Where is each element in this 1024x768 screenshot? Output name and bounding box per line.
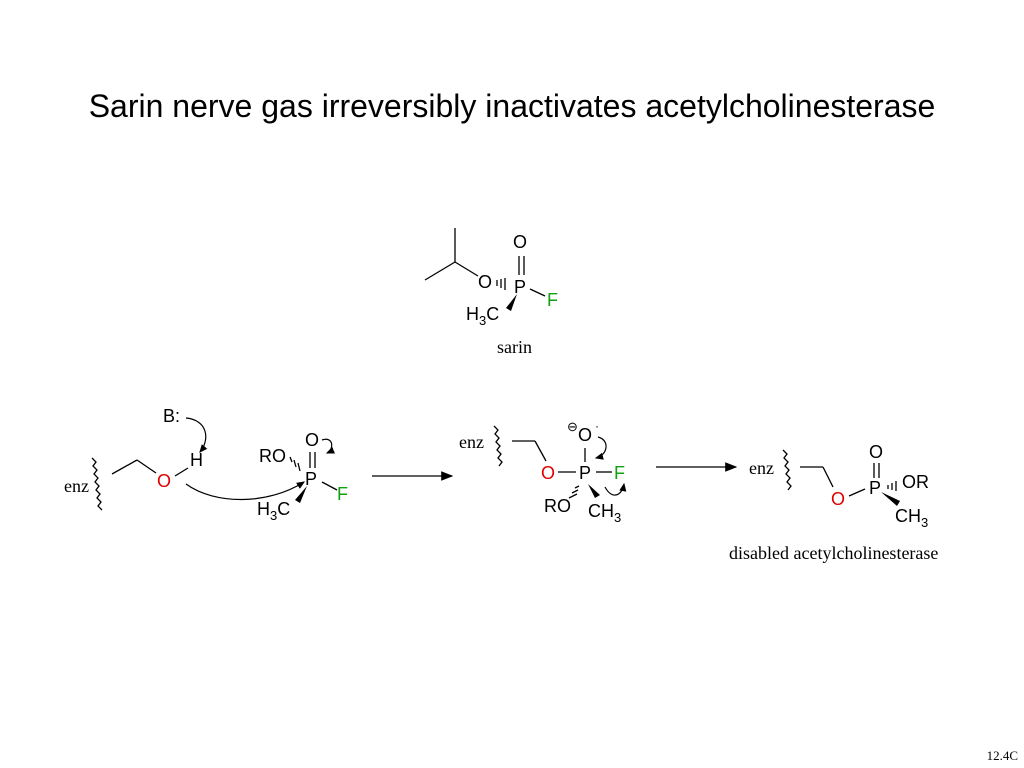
step3-enzyme-squiggle [782,449,792,491]
step1-base: B: [163,406,180,426]
step3-double-oxygen: O [869,442,883,462]
step2-hashed-wedge [568,485,580,499]
step2-methyl: CH3 [588,501,621,525]
step2-fluorine: F [614,463,625,483]
sarin-structure: O O P F H3C sarin [424,228,558,357]
sarin-double-oxygen: O [513,232,527,252]
step1-methyl: H3C [257,499,290,523]
sarin-methyl: H3C [466,304,499,328]
step3-or: OR [902,472,929,492]
step1-solid-wedge [295,486,307,503]
step1-enz-label: enz [64,476,89,496]
step1-structure: enz O H B: RO O P F H3C [64,406,348,523]
sarin-hashed-wedge [496,278,506,290]
step1-enzyme-squiggle [91,457,103,511]
step2-structure: enz O P O ⊖ · F RO CH3 [459,419,627,525]
step1-ro: RO [259,446,286,466]
step3-solid-wedge [881,492,900,506]
step1-fluorine: F [337,484,348,504]
step3-phosphorus: P [869,478,881,498]
step2-leaving-arrow [604,482,627,496]
sarin-fluorine: F [547,290,558,310]
step2-lone-pair: · [595,419,599,433]
step1-hydrogen: H [190,450,203,470]
step1-hashed-wedge [289,456,301,472]
step3-enzyme-oxygen: O [831,489,845,509]
step3-hashed-wedge [887,481,897,491]
step2-enz-label: enz [459,432,484,452]
slide-title: Sarin nerve gas irreversibly inactivates… [88,88,936,124]
slide-number: 12.4C [986,748,1018,763]
step2-alkoxide-oxygen: O [578,425,592,445]
sarin-label: sarin [497,337,532,357]
step1-phosphorus: P [305,469,317,489]
step2-phosphorus: P [579,463,591,483]
step2-reform-arrow [594,436,607,460]
step2-solid-wedge [588,484,600,498]
step3-methyl: CH3 [895,506,928,530]
step1-double-oxygen: O [305,430,319,450]
step1-oxygen-attack-arrow [185,481,306,501]
step2-negative-charge: ⊖ [567,419,578,434]
step2-enzyme-squiggle [493,425,503,467]
step3-structure: enz O P O OR CH3 disabled acetylcholines… [729,442,938,563]
sarin-phosphorus: P [514,277,526,297]
sarin-solid-wedge [506,294,517,311]
step1-carbonyl-arrow [321,438,336,454]
step2-enzyme-oxygen: O [541,463,555,483]
step3-enz-label: enz [749,458,774,478]
sarin-ether-oxygen: O [478,272,492,292]
step3-label: disabled acetylcholinesterase [729,543,938,563]
step1-base-arrow [185,417,208,453]
step2-ro: RO [544,496,571,516]
step1-enzyme-oxygen: O [157,471,171,491]
